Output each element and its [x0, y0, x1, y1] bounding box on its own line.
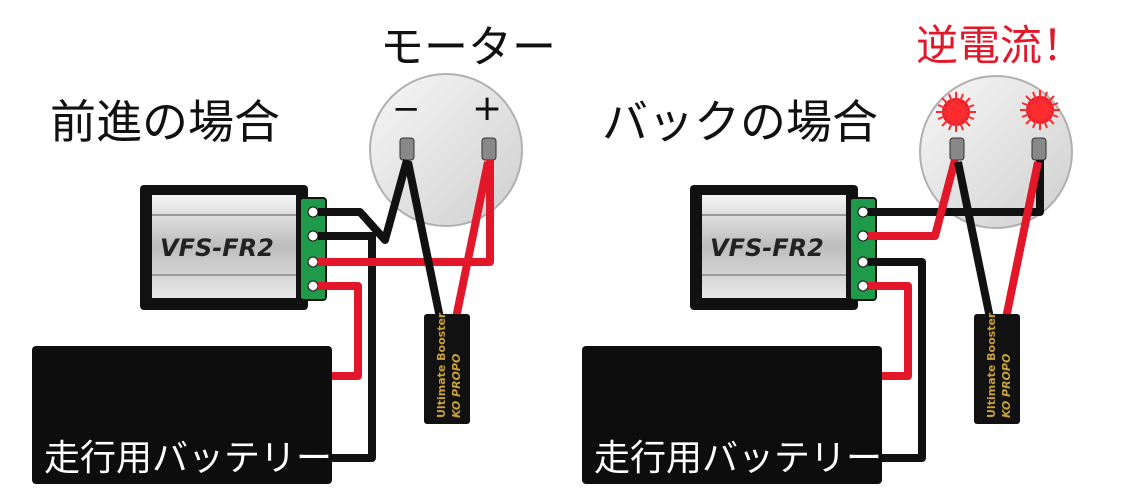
- right-panel: バックの場合 逆電流！: [582, 21, 1084, 484]
- left-title: 前進の場合: [50, 95, 280, 149]
- left-wire-black-motor: [318, 158, 411, 244]
- left-battery-label: 走行用バッテリー: [44, 438, 332, 479]
- right-title: バックの場合: [602, 95, 878, 149]
- right-booster: [974, 314, 1020, 424]
- right-battery-label: 走行用バッテリー: [594, 438, 882, 479]
- right-booster-label: Ultimate Booster: [985, 312, 998, 418]
- left-wire-red-motor: [318, 160, 494, 266]
- right-wire-red-battery: [864, 282, 912, 380]
- left-motor-terminal-minus: [399, 137, 415, 161]
- right-esc-connector: [849, 197, 877, 301]
- right-esc-label: VFS-FR2: [710, 234, 824, 262]
- right-wire-red-motor: [868, 158, 959, 240]
- right-motor-terminal-left: [949, 137, 965, 161]
- motor-plus-terminal-label: +: [472, 88, 502, 129]
- left-panel: 前進の場合 モーター − + VFS-FR2 Ultimate Booster …: [32, 22, 556, 484]
- left-esc-connector: [299, 197, 327, 301]
- left-motor-terminal-plus: [481, 137, 497, 161]
- motor-minus-terminal-label: −: [392, 89, 421, 129]
- warning-label: 逆電流！: [916, 21, 1084, 70]
- right-booster-wire-red: [1002, 161, 1042, 319]
- left-wire-red-battery: [314, 282, 362, 380]
- right-wire-black-battery: [868, 258, 926, 462]
- left-wire-black-battery: [318, 232, 376, 462]
- left-booster-wire-black: [404, 161, 444, 319]
- spark-icon: [936, 92, 976, 132]
- left-esc-label: VFS-FR2: [160, 234, 274, 262]
- right-wire-black-motor: [868, 160, 1044, 216]
- right-motor-terminal-right: [1031, 137, 1047, 161]
- left-booster-wire-red: [452, 161, 492, 319]
- right-booster-wire-black: [954, 161, 994, 319]
- left-battery: [32, 346, 332, 484]
- spark-icon: [1020, 90, 1060, 130]
- right-booster-brand: KO PROPO: [1000, 354, 1013, 418]
- left-booster: [424, 314, 470, 424]
- motor-label: モーター: [380, 22, 556, 73]
- left-booster-label: Ultimate Booster: [435, 312, 448, 418]
- left-booster-brand: KO PROPO: [450, 354, 463, 418]
- right-battery: [582, 346, 882, 484]
